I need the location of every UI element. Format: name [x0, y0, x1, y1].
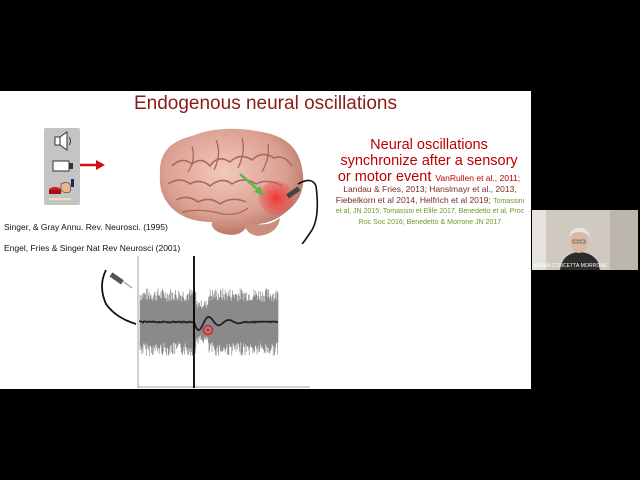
oscillation-heading: Neural oscillations synchronize after a …	[334, 137, 524, 186]
heading-citation: VanRullen et al., 2011;	[435, 173, 521, 183]
electrode-icon	[286, 179, 319, 244]
participant-video-tile[interactable]: MARIA CONCETTA MORRONE	[532, 210, 638, 270]
heading-line-2: synchronize after a sensory	[340, 153, 518, 169]
presentation-slide: Endogenous neural oscillations	[0, 91, 531, 389]
citation-green-1: Tomassini	[493, 197, 525, 205]
brain-image	[159, 128, 319, 244]
citation-green-3: Roc Soc 2016; Benedetto & Morrone JN 201…	[358, 218, 502, 226]
oscillation-trace	[101, 256, 310, 388]
stimulus-device-panel	[44, 128, 80, 205]
speaker-icon	[54, 131, 71, 151]
camera-icon	[52, 160, 73, 172]
citation-line-2: Fiebelkorn et al 2014, Helfrich et al 20…	[335, 194, 491, 205]
heading-line-1: Neural oscillations	[370, 137, 488, 153]
slide-title: Endogenous neural oscillations	[133, 93, 397, 114]
reference-engel: Engel, Fries & Singer Nat Rev Neurosci (…	[4, 243, 181, 253]
mean-oscillation-line	[139, 315, 279, 331]
heading-line-3: or motor event	[337, 169, 432, 185]
participant-video	[532, 210, 638, 270]
red-arrow-icon	[80, 160, 105, 170]
participant-name: MARIA CONCETTA MORRONE	[534, 263, 608, 269]
citation-green-2: et al, JN 2015; Tomassini et Elife 2017,…	[335, 208, 525, 215]
reference-singer: Singer, & Gray Annu. Rev. Neurosci. (199…	[4, 222, 168, 232]
hand-button-icon	[49, 179, 74, 200]
citation-line-1: Landau & Fries, 2013; Hanslmayr et al., …	[343, 184, 517, 194]
citation-block: Landau & Fries, 2013; Hanslmayr et al., …	[331, 184, 529, 228]
